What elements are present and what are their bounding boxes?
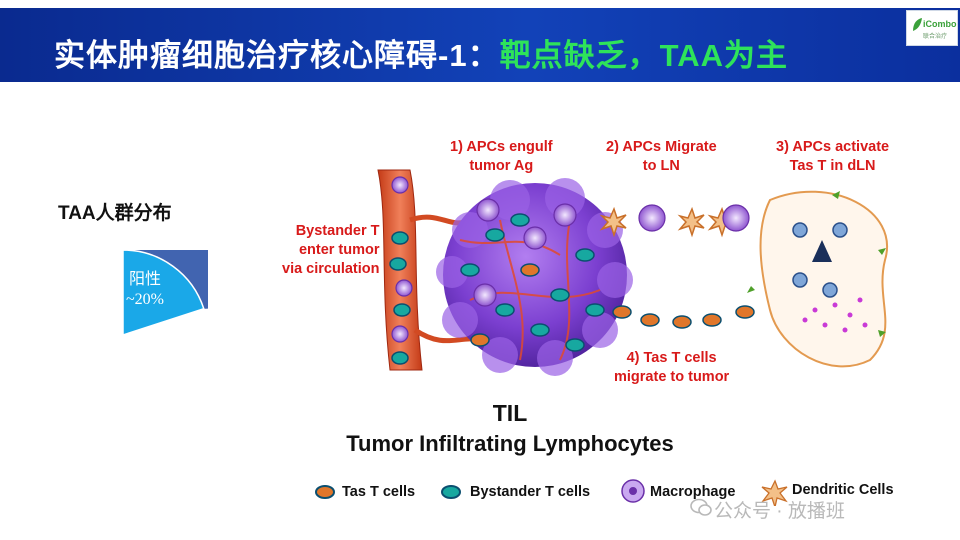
bystander-annotation: Bystander T enter tumor via circulation: [282, 223, 380, 277]
pie-slice-positive: [122, 250, 205, 337]
immune-cycle-diagram: [377, 169, 888, 376]
migrating-apcs: [599, 204, 750, 238]
title-highlight: 靶点缺乏，TAA为主: [499, 38, 788, 73]
vessel-macrophages: [391, 176, 413, 343]
watermark: 公众号 · 放播班: [714, 501, 845, 522]
lymph-node-cells: [792, 222, 868, 333]
icombo-logo: iCombo 联合治疗: [906, 10, 958, 46]
til-title: TIL: [492, 400, 528, 426]
pie-label-negative: 阴性~80%: [82, 358, 152, 375]
til-subtitle: Tumor Infiltrating Lymphocytes: [346, 431, 674, 456]
leaf-icon: [913, 18, 922, 31]
logo-subtext: 联合治疗: [923, 34, 948, 40]
pie-label-positive: 阳性 ~20%: [126, 271, 164, 308]
til-heading: TIL Tumor Infiltrating Lymphocytes: [300, 400, 720, 457]
header-banner: 实体肿瘤细胞治疗核心障碍-1：靶点缺乏，TAA为主: [0, 8, 960, 82]
macrophage-icon: [621, 479, 645, 503]
step4-annotation: 4) Tas T cells migrate to tumor: [614, 350, 730, 385]
lymph-node: [759, 190, 888, 368]
dendritic-cell-icon: [761, 479, 788, 506]
tumor-t-cells: [460, 213, 605, 352]
pie-title: TAA人群分布: [58, 203, 172, 224]
tumor-mass: [436, 178, 633, 376]
tumor-macrophages: [473, 198, 577, 307]
taa-pie-chart: [122, 250, 208, 337]
wechat-icon: [690, 498, 712, 516]
logo-text: iCombo: [923, 19, 957, 29]
step2-annotation: 2) APCs Migrate to LN: [606, 139, 717, 174]
tas-t-cell-icon: [315, 485, 335, 499]
step3-annotation: 3) APCs activate Tas T in dLN: [776, 139, 890, 174]
returning-tas-t-cells: [612, 305, 755, 329]
page-title: 实体肿瘤细胞治疗核心障碍-1：靶点缺乏，TAA为主: [54, 38, 788, 73]
vessel-t-cells: [389, 231, 411, 365]
lymph-arrows: [747, 191, 886, 337]
step1-annotation: 1) APCs engulf tumor Ag: [450, 139, 553, 174]
bystander-t-cell-icon: [441, 485, 461, 499]
